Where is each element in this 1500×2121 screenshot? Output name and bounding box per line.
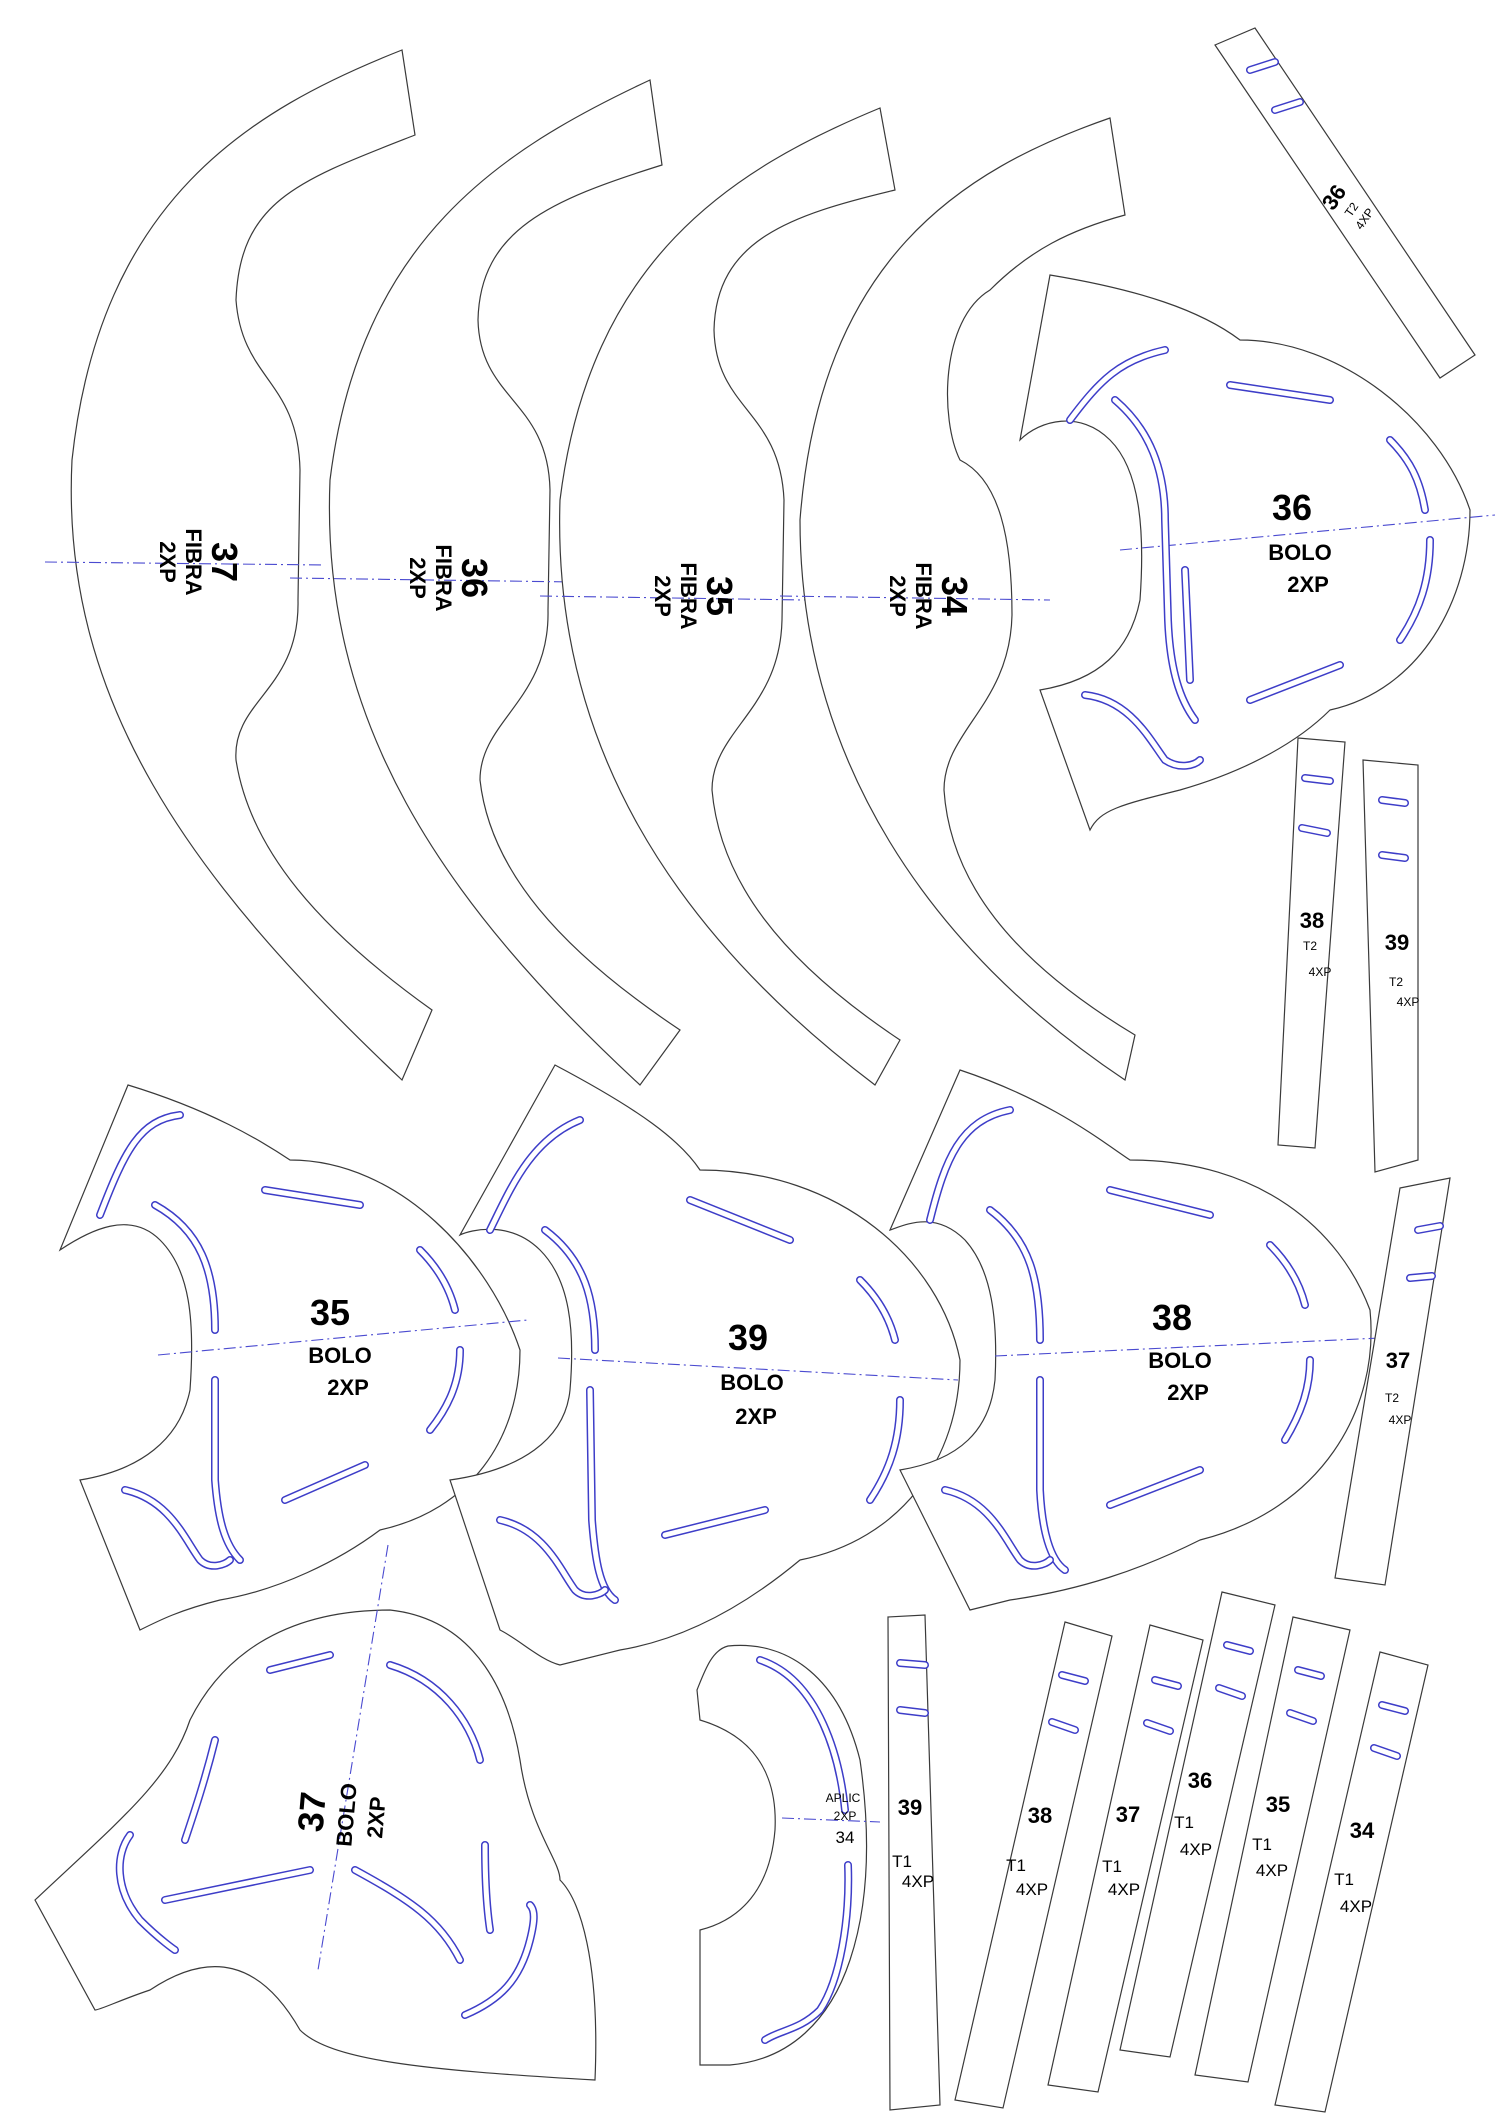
strip-type-label: T1 [1334,1870,1354,1889]
strip-slots [1378,796,1409,862]
strip-type-label: T1 [892,1852,912,1871]
strip-slots [1048,1671,1089,1734]
bolo-material-label: BOLO [308,1343,372,1368]
bolo-slots [96,1111,464,1570]
strip-type-label: T1 [1174,1813,1194,1832]
aplic-slots [756,1656,853,2044]
strip-size-label: 37 [1116,1802,1140,1827]
fibra-material-label: FIBRA [911,562,936,629]
aplic-size-label: 34 [836,1828,855,1847]
bolo-qty-label: 2XP [327,1375,369,1400]
t1-strip-38[interactable]: 38 T1 4XP [954,1621,1113,2109]
fibra-material-label: FIBRA [181,528,206,595]
strip-size-label: 37 [1386,1348,1410,1373]
strip-slots [1286,1666,1325,1725]
t1-strip-37[interactable]: 37 T1 4XP [1047,1624,1204,2093]
bolo-piece-35[interactable]: 35 BOLO 2XP [58,1084,529,1631]
bolo-slots [486,1116,904,1604]
strip-qty-label: 4XP [1016,1880,1048,1899]
bolo-size-label: 38 [1152,1297,1192,1338]
strip-type-label: T1 [1252,1835,1272,1854]
bolo-piece-36[interactable]: 36 BOLO 2XP [1019,274,1496,832]
bolo-qty-label: 2XP [1287,572,1329,597]
bolo-size-label: 36 [1272,487,1312,528]
fibra-qty-label: 2XP [405,557,430,599]
t1-strip-34[interactable]: 34 T1 4XP [1274,1651,1429,2113]
t2-strip-39[interactable]: 39 T2 4XP [1362,759,1420,1173]
bolo-material-label: BOLO [331,1782,361,1847]
bolo-size-label: 37 [289,1790,333,1833]
bolo-material-label: BOLO [720,1370,784,1395]
fibra-size-label: 34 [934,576,975,616]
strip-qty-label: 4XP [1340,1897,1372,1916]
strip-slots [896,1659,929,1717]
bolo-material-label: BOLO [1268,540,1332,565]
strip-type-label: T2 [1303,939,1317,953]
t2-strip-36[interactable]: 36 T2 4XP [1214,27,1476,379]
t2-strip-38[interactable]: 38 T2 4XP [1277,737,1346,1149]
aplic-piece[interactable]: APLIC 2XP 34 [696,1644,881,2066]
strip-slots [1215,1641,1254,1700]
bolo-piece-38[interactable]: 38 BOLO 2XP [888,1069,1381,1611]
fibra-material-label: FIBRA [676,562,701,629]
bolo-slots [926,1106,1314,1574]
t2-strip-37[interactable]: 37 T2 4XP [1334,1177,1451,1586]
strip-slots [1406,1222,1444,1282]
t1-strip-36[interactable]: 36 T1 4XP [1119,1591,1276,2058]
strip-type-label: T2 [1389,975,1403,989]
bolo-piece-39[interactable]: 39 BOLO 2XP [449,1064,961,1666]
fibra-piece-34[interactable]: 34 FIBRA 2XP [779,117,1136,1081]
strip-type-label: T2 [1385,1391,1399,1405]
strip-size-label: 38 [1028,1803,1052,1828]
bolo-piece-37[interactable]: 37 BOLO 2XP [34,1544,597,2081]
fibra-size-label: 35 [699,576,740,616]
strip-type-label: T1 [1102,1857,1122,1876]
strip-qty-label: 4XP [1256,1861,1288,1880]
fibra-size-label: 36 [454,558,495,598]
bolo-qty-label: 2XP [362,1796,391,1840]
strip-slots [1298,774,1334,837]
strip-size-label: 36 [1188,1768,1212,1793]
bolo-qty-label: 2XP [735,1404,777,1429]
bolo-slots [115,1651,538,2019]
fibra-material-label: FIBRA [431,544,456,611]
strip-qty-label: 4XP [1309,965,1332,979]
aplic-qty-label: 2XP [834,1809,857,1823]
fibra-piece-36[interactable]: 36 FIBRA 2XP [289,79,681,1086]
fibra-piece-37[interactable]: 37 FIBRA 2XP [44,49,433,1082]
bolo-slots [1066,346,1434,770]
bolo-size-label: 35 [310,1292,350,1333]
strip-qty-label: 4XP [1389,1413,1412,1427]
fibra-piece-35[interactable]: 35 FIBRA 2XP [539,107,901,1086]
strip-size-label: 39 [1385,930,1409,955]
fibra-qty-label: 2XP [885,575,910,617]
t1-strip-35[interactable]: 35 T1 4XP [1194,1616,1351,2083]
fibra-qty-label: 2XP [650,575,675,617]
fibra-size-label: 37 [204,542,245,582]
fibra-qty-label: 2XP [155,541,180,583]
strip-size-label: 39 [898,1795,922,1820]
strip-type-label: T1 [1006,1856,1026,1875]
strip-qty-label: 4XP [1180,1840,1212,1859]
bolo-size-label: 39 [728,1317,768,1358]
strip-slots [1143,1676,1182,1735]
t1-strip-39[interactable]: 39 T1 4XP [887,1614,941,2111]
strip-qty-label: 4XP [1397,995,1420,1009]
bolo-qty-label: 2XP [1167,1380,1209,1405]
strip-slots [1370,1701,1409,1760]
strip-qty-label: 4XP [902,1872,934,1891]
strip-slots [1246,58,1304,114]
strip-qty-label: 4XP [1108,1880,1140,1899]
aplic-name-label: APLIC [826,1791,861,1805]
bolo-material-label: BOLO [1148,1348,1212,1373]
strip-size-label: 35 [1266,1792,1290,1817]
strip-size-label: 34 [1350,1818,1375,1843]
strip-size-label: 38 [1300,908,1324,933]
